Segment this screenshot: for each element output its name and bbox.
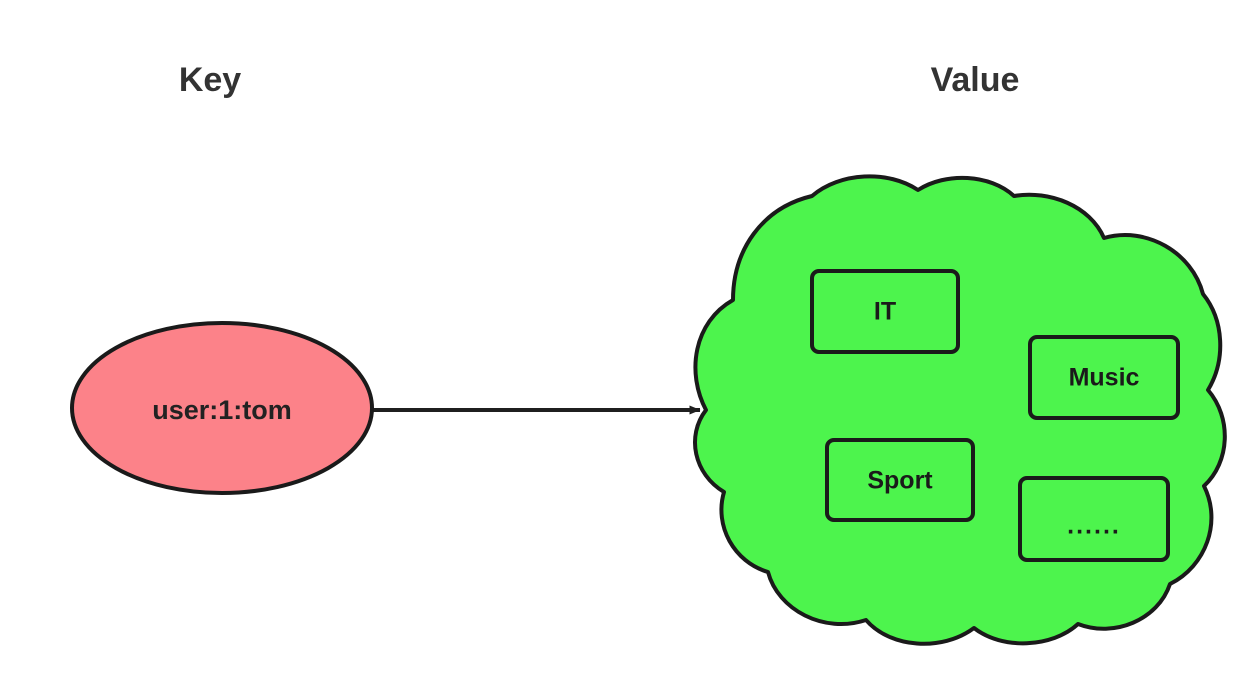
value-item-sport[interactable]: Sport — [825, 438, 975, 522]
key-node[interactable]: user:1:tom — [70, 321, 374, 495]
value-item-music-box[interactable] — [1028, 335, 1180, 420]
value-item-it-box[interactable] — [810, 269, 960, 354]
value-item-it[interactable]: IT — [810, 269, 960, 354]
value-item-it-label: IT — [874, 298, 896, 326]
value-item-sport-box[interactable] — [825, 438, 975, 522]
key-column-title: Key — [179, 61, 241, 99]
value-column-title: Value — [931, 61, 1020, 99]
value-item-more[interactable]: ...... — [1018, 476, 1170, 562]
value-item-more-box[interactable] — [1018, 476, 1170, 562]
value-item-more-label: ...... — [1067, 512, 1121, 540]
key-node-ellipse[interactable] — [70, 321, 374, 495]
value-item-music-label: Music — [1069, 364, 1140, 392]
value-item-sport-label: Sport — [867, 467, 933, 495]
value-item-music[interactable]: Music — [1028, 335, 1180, 420]
value-node[interactable]: IT Music Sport ...... — [693, 174, 1227, 646]
key-node-label: user:1:tom — [152, 395, 292, 425]
